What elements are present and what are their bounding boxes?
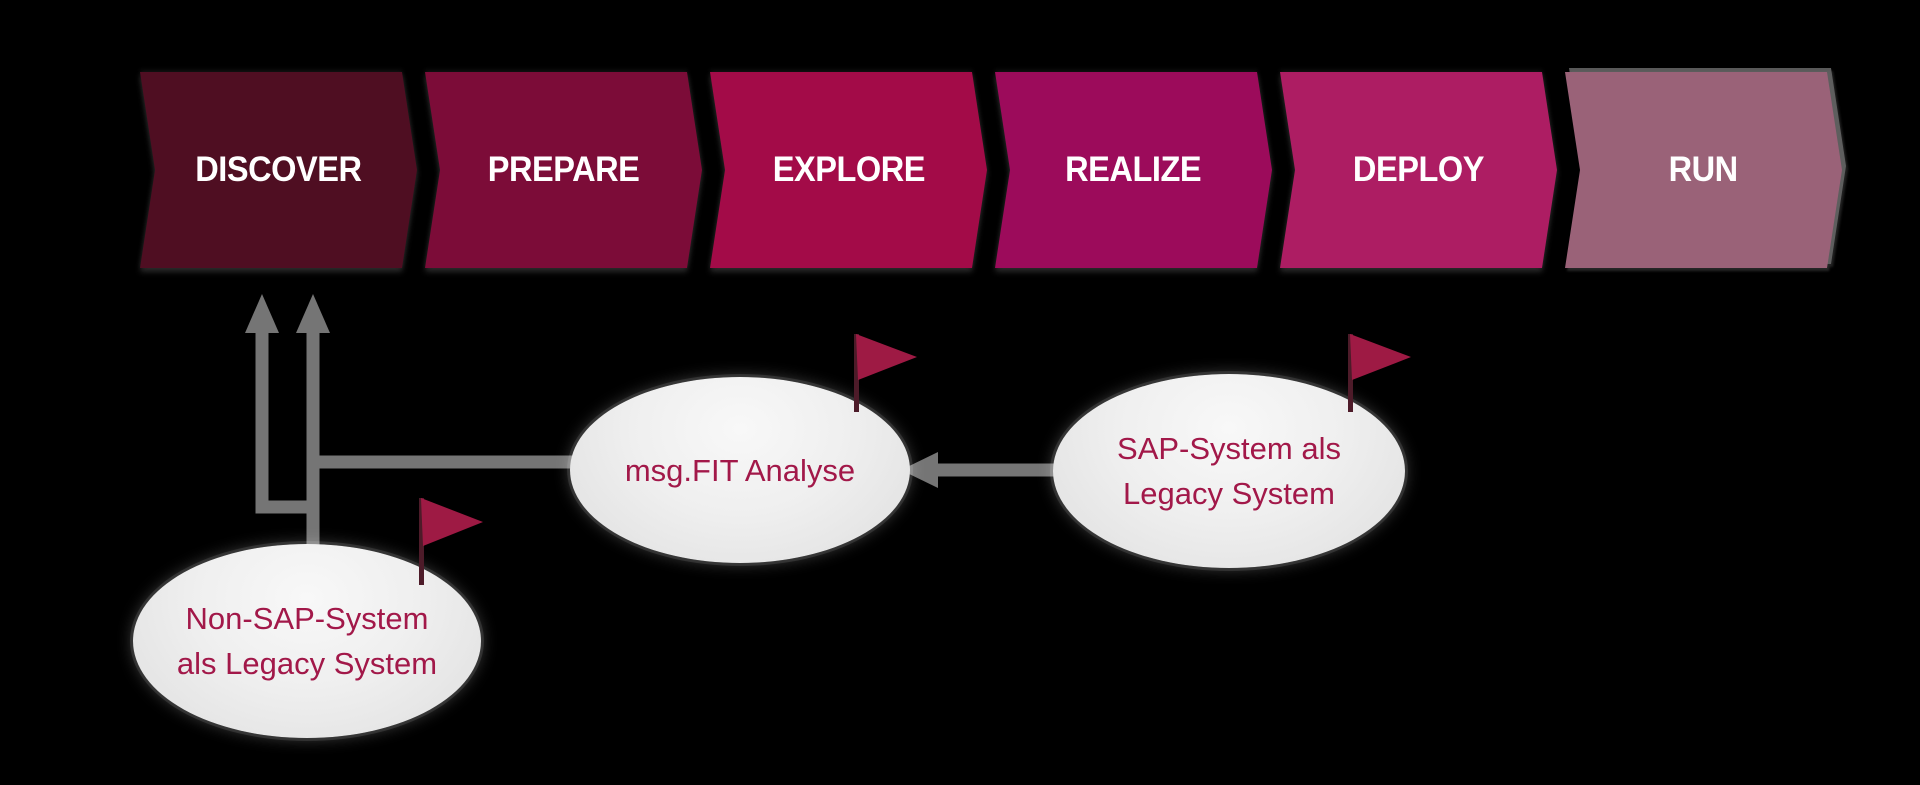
stage-realize: REALIZE: [995, 72, 1272, 268]
bubble-msgfit-label: msg.FIT Analyse: [624, 452, 856, 488]
stage-explore: EXPLORE: [710, 72, 987, 268]
bubble-msgfit: msg.FIT Analyse: [570, 377, 910, 563]
arrow-up-icon: [296, 294, 330, 333]
stage-run-shape: RUN: [1565, 72, 1842, 268]
stage-run: RUN: [1565, 72, 1842, 268]
arrow-up-icon: [245, 294, 279, 333]
stage-discover-shape: DISCOVER: [140, 72, 417, 268]
stage-label: DISCOVER: [195, 150, 362, 189]
stage-label: DEPLOY: [1352, 150, 1485, 189]
arrow-left-icon: [901, 452, 938, 488]
stage-label: PREPARE: [487, 150, 640, 189]
stage-explore-shape: EXPLORE: [710, 72, 987, 268]
bubble-non-sap-legacy-line2: als Legacy System: [176, 646, 438, 681]
stage-label: EXPLORE: [772, 150, 925, 189]
flag-icon: [854, 334, 917, 412]
stage-realize-shape: REALIZE: [995, 72, 1272, 268]
stage-discover: DISCOVER: [140, 72, 417, 268]
bubble-sap-legacy: SAP-System als Legacy System: [1053, 374, 1405, 568]
stage-deploy-shape: DEPLOY: [1280, 72, 1557, 268]
flag-icon: [1348, 334, 1411, 412]
bubble-non-sap-legacy-line1: Non-SAP-System: [185, 601, 429, 636]
stage-prepare-shape: PREPARE: [425, 72, 702, 268]
stage-deploy: DEPLOY: [1280, 72, 1557, 268]
stage-label: RUN: [1668, 150, 1739, 189]
bubble-sap-legacy-line2: Legacy System: [1123, 476, 1335, 511]
connector-nonsap-to-discover: [245, 294, 320, 514]
stage-prepare: PREPARE: [425, 72, 702, 268]
stage-label: REALIZE: [1065, 150, 1202, 189]
flag-icon: [419, 498, 483, 585]
connector-msgfit-to-discover: [296, 294, 587, 563]
bubble-sap-legacy-line1: SAP-System als: [1117, 431, 1341, 466]
